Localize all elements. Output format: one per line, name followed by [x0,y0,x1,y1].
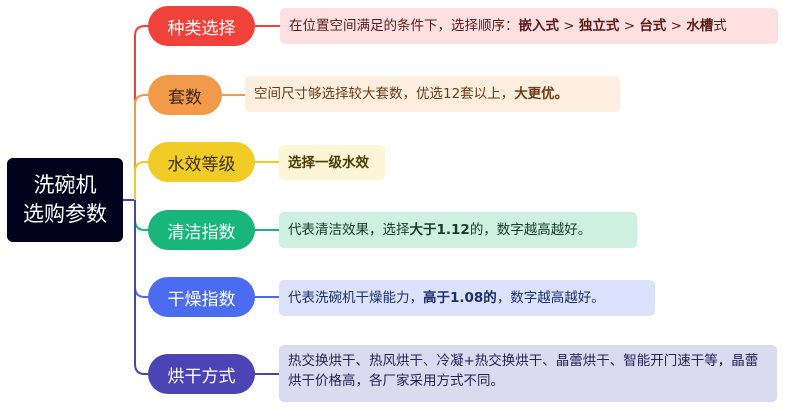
note-bold-text: 选择一级水效 [288,154,369,171]
branch-label: 清洁指数 [167,222,236,243]
note-type-selection: 在位置空间满足的条件下，选择顺序： 嵌入式 > 独立式 > 台式 > 水槽 式 [280,8,778,44]
note-water-efficiency: 选择一级水效 [279,145,385,180]
note-bold-text: 大更优。 [514,86,569,102]
branch-label: 水效等级 [167,154,236,175]
branch-type-selection[interactable]: 种类选择 [148,6,255,46]
note-bold-text: 独立式 [578,18,620,34]
note-bold-text: 水槽 [686,18,714,34]
note-text: 代表清洁效果，选择 [288,222,410,238]
note-text: > [666,18,687,34]
branch-label: 套数 [168,87,202,108]
note-bold-text: 嵌入式 [518,18,560,34]
note-cleaning-index: 代表清洁效果，选择 大于1.12 的，数字越高越好。 [279,212,637,248]
note-text: 在位置空间满足的条件下，选择顺序： [289,18,519,34]
note-place-settings: 空间尺寸够选择较大套数，优选12套以上， 大更优。 [245,76,620,112]
root-node[interactable]: 洗碗机 选购参数 [7,158,123,242]
branch-label: 干燥指数 [167,289,236,310]
root-title-line1: 洗碗机 [33,173,97,197]
note-text: 代表洗碗机干燥能力， [288,290,423,306]
note-text: 的，数字越高越好。 [469,222,592,238]
note-text: 空间尺寸够选择较大套数，优选12套以上， [254,86,515,102]
note-drying-method: 热交换烘干、热风烘干、冷凝+热交换烘干、晶蕾烘干、智能开门速干等，晶蕾烘干价格高… [279,345,777,402]
branch-place-settings[interactable]: 套数 [148,75,222,115]
branch-water-efficiency[interactable]: 水效等级 [148,142,255,182]
note-bold-text: 大于1.12 [409,222,470,238]
note-text: > [619,18,640,34]
branch-drying-index[interactable]: 干燥指数 [148,277,255,317]
note-drying-index: 代表洗碗机干燥能力， 高于1.08的 ，数字越高越好。 [279,280,655,316]
note-bold-text: 高于1.08的 [423,290,497,306]
branch-cleaning-index[interactable]: 清洁指数 [148,210,255,250]
note-text: 式 [713,18,727,34]
branch-drying-method[interactable]: 烘干方式 [148,354,255,394]
note-text: ，数字越高越好。 [496,290,605,306]
note-bold-text: 台式 [639,18,667,34]
root-title-line2: 选购参数 [23,202,107,226]
branch-label: 种类选择 [167,18,236,39]
branch-label: 烘干方式 [167,366,236,387]
note-text: > [559,18,579,34]
note-text: 热交换烘干、热风烘干、冷凝+热交换烘干、晶蕾烘干、智能开门速干等，晶蕾烘干价格高… [288,353,759,389]
